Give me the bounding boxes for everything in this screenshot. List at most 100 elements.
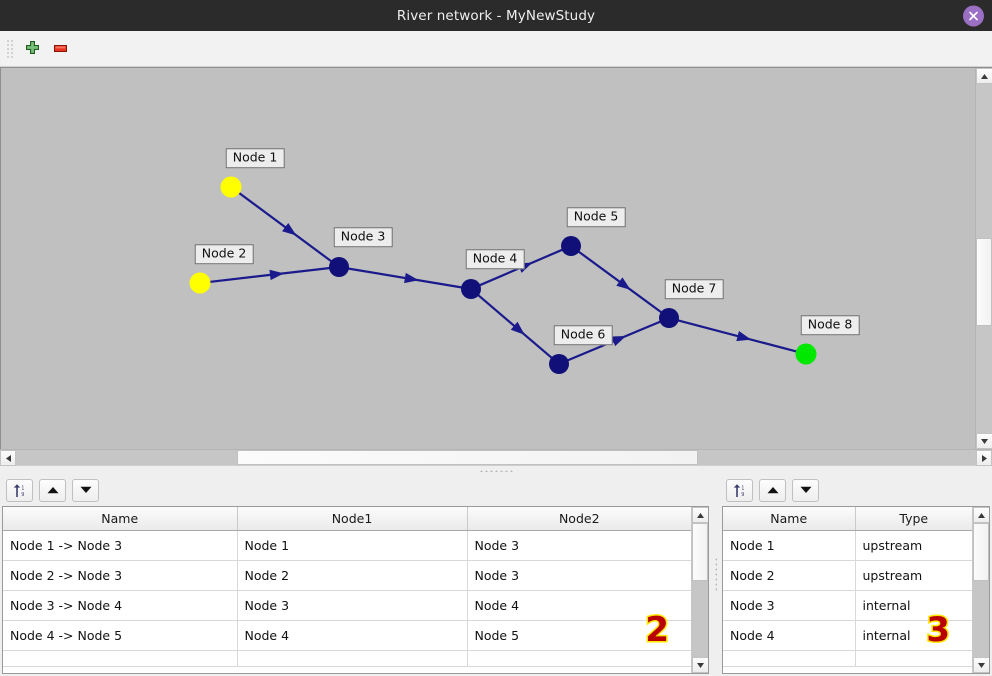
reaches-scroll-down-button[interactable] [692, 657, 708, 673]
graph-node-label[interactable]: Node 4 [465, 249, 525, 269]
table-cell[interactable]: upstream [855, 530, 972, 561]
table-cell[interactable]: Node 2 -> Node 3 [3, 560, 238, 591]
table-cell[interactable]: Node 3 [723, 590, 856, 621]
close-window-button[interactable] [963, 5, 984, 26]
nodes-vertical-scrollbar[interactable] [972, 507, 989, 673]
table-cell-empty[interactable] [855, 650, 972, 667]
table-cell[interactable]: Node 1 [237, 530, 468, 561]
table-cell[interactable]: Node 1 [723, 530, 856, 561]
table-cell[interactable]: Node 4 [723, 620, 856, 651]
table-cell[interactable]: internal [855, 620, 972, 651]
column-header[interactable]: Name [723, 507, 856, 531]
nodes-scroll-up-button[interactable] [973, 507, 989, 523]
column-header[interactable]: Node1 [237, 507, 468, 531]
horizontal-splitter[interactable] [0, 465, 992, 474]
graph-node[interactable] [795, 343, 817, 365]
table-cell[interactable]: Node 4 [467, 590, 691, 621]
table-cell[interactable]: Node 5 [467, 620, 691, 651]
graph-node-label[interactable]: Node 1 [225, 148, 285, 168]
column-header[interactable]: Node2 [467, 507, 691, 531]
graph-node[interactable] [549, 354, 569, 374]
table-row-empty[interactable] [3, 650, 691, 667]
graph-node-label[interactable]: Node 6 [553, 325, 613, 345]
graph-edge[interactable] [209, 266, 331, 284]
vertical-scroll-track[interactable] [976, 84, 992, 433]
table-row-empty[interactable] [723, 650, 972, 667]
table-cell-empty[interactable] [237, 650, 468, 667]
svg-text:9: 9 [741, 492, 744, 498]
table-cell[interactable]: Node 3 [467, 530, 691, 561]
nodes-move-up-button[interactable] [759, 478, 786, 502]
canvas-horizontal-scrollbar[interactable] [0, 449, 992, 466]
toolbar-drag-handle[interactable] [6, 38, 14, 59]
column-header[interactable]: Type [855, 507, 972, 531]
graph-edge-arrow [611, 335, 627, 347]
vertical-scroll-thumb[interactable] [976, 238, 992, 326]
table-cell[interactable]: Node 3 -> Node 4 [3, 590, 238, 621]
add-plus-icon [25, 41, 39, 54]
graph-node[interactable] [220, 176, 242, 198]
horizontal-scroll-track[interactable] [16, 450, 976, 465]
reaches-scroll-track[interactable] [692, 523, 708, 657]
scroll-up-button[interactable] [976, 68, 992, 84]
table-cell[interactable]: Node 1 -> Node 3 [3, 530, 238, 561]
river-network-canvas[interactable]: Node 1 Node 2 Node 3 Node 4 Node 5 Node 6 Node… [0, 68, 975, 449]
table-cell[interactable]: Node 2 [723, 560, 856, 591]
graph-edge-arrow [616, 277, 631, 290]
vertical-splitter[interactable] [711, 474, 720, 674]
reaches-sort-button[interactable]: 1 9 [6, 478, 33, 502]
table-cell-empty[interactable] [467, 650, 691, 667]
graph-node[interactable] [329, 257, 349, 277]
nodes-panel: 1 9 [720, 474, 992, 674]
reaches-scroll-up-button[interactable] [692, 507, 708, 523]
delete-node-button[interactable] [46, 35, 74, 63]
reaches-move-down-button[interactable] [72, 478, 99, 502]
bottom-panels: 1 9 [0, 474, 992, 676]
reaches-scroll-thumb[interactable] [692, 523, 708, 581]
column-header[interactable]: Name [3, 507, 238, 531]
scroll-right-button[interactable] [976, 450, 992, 466]
graph-node-label[interactable]: Node 3 [333, 227, 393, 247]
add-node-button[interactable] [18, 35, 46, 63]
graph-edge[interactable] [677, 319, 798, 353]
table-cell[interactable]: internal [855, 590, 972, 621]
graph-node[interactable] [659, 308, 679, 328]
table-cell[interactable]: Node 3 [237, 590, 468, 621]
graph-node[interactable] [189, 272, 211, 294]
chevron-left-icon [5, 454, 11, 462]
horizontal-scroll-thumb[interactable] [237, 450, 698, 465]
table-cell[interactable]: Node 3 [467, 560, 691, 591]
graph-node-label[interactable]: Node 7 [664, 279, 724, 299]
table-cell-empty[interactable] [723, 650, 856, 667]
scroll-left-button[interactable] [0, 450, 16, 466]
table-cell[interactable]: Node 4 [237, 620, 468, 651]
nodes-scroll-track[interactable] [973, 523, 989, 657]
reaches-move-up-button[interactable] [39, 478, 66, 502]
nodes-scroll-thumb[interactable] [973, 523, 989, 581]
table-cell-empty[interactable] [3, 650, 238, 667]
graph-node-label[interactable]: Node 5 [566, 207, 626, 227]
graph-node[interactable] [561, 236, 581, 256]
table-cell[interactable]: Node 4 -> Node 5 [3, 620, 238, 651]
graph-node[interactable] [461, 279, 481, 299]
table-cell[interactable]: upstream [855, 560, 972, 591]
table-cell[interactable]: Node 2 [237, 560, 468, 591]
graph-node-label[interactable]: Node 2 [194, 244, 254, 264]
nodes-move-down-button[interactable] [792, 478, 819, 502]
graph-node-label[interactable]: Node 8 [800, 315, 860, 335]
nodes-sort-button[interactable]: 1 9 [726, 478, 753, 502]
nodes-scroll-down-button[interactable] [973, 657, 989, 673]
reaches-vertical-scrollbar[interactable] [691, 507, 708, 673]
canvas-vertical-scrollbar[interactable] [975, 68, 992, 449]
scroll-down-button[interactable] [976, 433, 992, 449]
